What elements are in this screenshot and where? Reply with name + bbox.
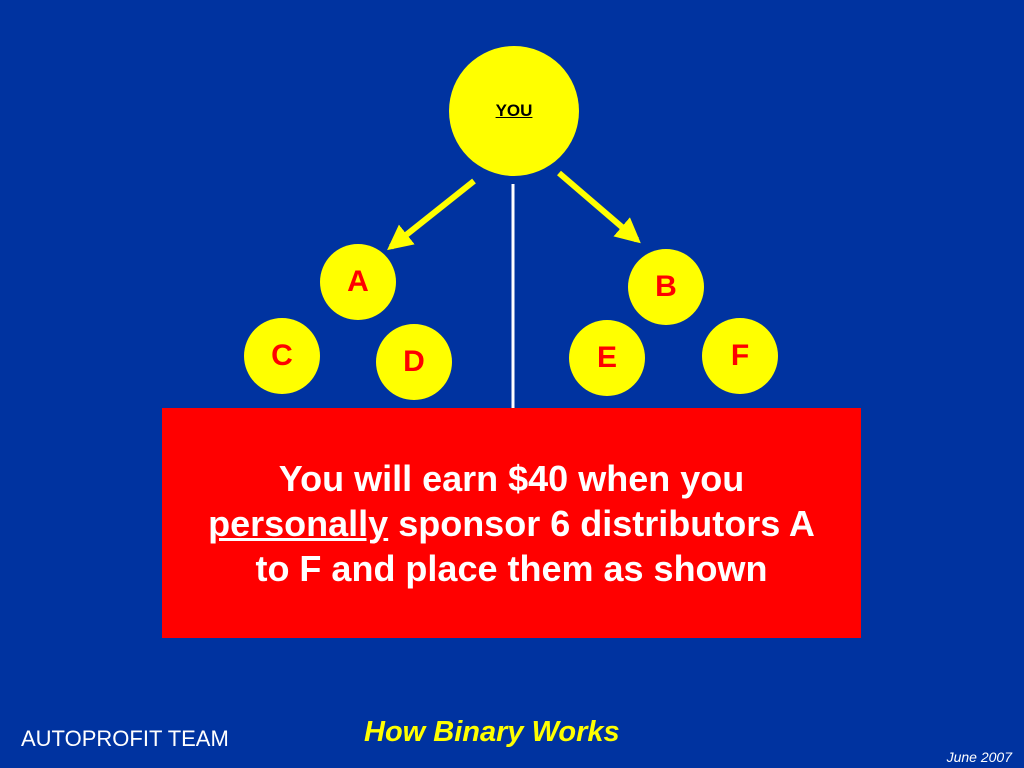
message-emphasis: personally bbox=[208, 502, 389, 544]
node-b: B bbox=[628, 249, 704, 325]
earnings-message-box: You will earn $40 when you personally sp… bbox=[162, 408, 861, 638]
footer-team-name: AUTOPROFIT TEAM bbox=[21, 726, 229, 751]
arrow-to-a bbox=[387, 178, 476, 251]
earnings-message: You will earn $40 when you personally sp… bbox=[188, 456, 835, 591]
node-d: D bbox=[376, 324, 452, 400]
node-c: C bbox=[244, 318, 320, 394]
footer-date: June 2007 bbox=[946, 749, 1012, 765]
node-you: YOU bbox=[449, 46, 579, 176]
slide-title: How Binary Works bbox=[364, 716, 620, 748]
node-f: F bbox=[702, 318, 778, 394]
node-e: E bbox=[569, 320, 645, 396]
message-part-1: You will earn $40 when you bbox=[278, 457, 745, 499]
node-a: A bbox=[320, 244, 396, 320]
arrow-to-b bbox=[557, 170, 641, 244]
message-part-2: sponsor 6 distributors A to F and place … bbox=[255, 502, 815, 589]
